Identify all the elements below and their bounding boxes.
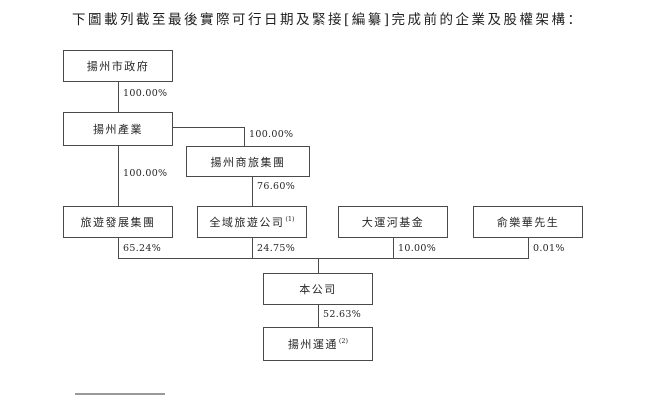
node-label: 大運河基金 (361, 216, 425, 229)
connector-quanyu-to-bus (252, 238, 253, 258)
node-label: 揚州運通 (287, 338, 338, 351)
connector-gov-to-industry (118, 82, 119, 112)
node-label: 揚州產業 (93, 123, 143, 136)
footnote-divider (75, 393, 165, 395)
node-yangzhou-industry: 揚州產業 (63, 112, 173, 146)
page-title: 下圖載列截至最後實際可行日期及緊接[編纂]完成前的企業及股權架構： (72, 12, 584, 28)
node-label: 揚州市政府 (86, 60, 150, 73)
node-grand-canal-fund: 大運河基金 (338, 206, 448, 238)
node-label: 俞樂華先生 (496, 216, 560, 229)
pct-company-to-yuntong: 52.63% (323, 309, 362, 320)
connector-shanglv-to-quanyu (252, 177, 253, 206)
pct-quanyu-to-company: 24.75% (257, 243, 296, 254)
connector-yu-to-bus (528, 238, 529, 258)
node-label: 全域旅遊公司 (209, 216, 285, 229)
pct-lvyou-to-company: 65.24% (123, 243, 162, 254)
pct-dayunhe-to-company: 10.00% (398, 243, 437, 254)
node-label: 本公司 (299, 283, 337, 296)
pct-shanglv-to-quanyu: 76.60% (257, 181, 296, 192)
node-label: 揚州商旅集團 (210, 155, 286, 169)
connector-industry-to-shanglv-horizontal (173, 127, 244, 128)
connector-industry-to-lvyou (118, 146, 119, 206)
connector-bus-horizontal (118, 258, 529, 259)
pct-gov-to-industry: 100.00% (123, 88, 168, 99)
node-yangzhou-business-travel-group: 揚州商旅集團 (186, 146, 310, 177)
footnote-marker: (1) (285, 214, 295, 223)
connector-industry-to-shanglv-vertical (244, 127, 245, 146)
node-quanyu-tourism-company: 全域旅遊公司(1) (197, 206, 307, 238)
connector-bus-to-company (318, 258, 319, 273)
node-yangzhou-yuntong: 揚州運通(2) (263, 327, 373, 361)
connector-dayunhe-to-bus (393, 238, 394, 258)
connector-company-to-yuntong (318, 305, 319, 327)
footnote-marker: (2) (338, 336, 349, 345)
node-label: 旅遊發展集團 (80, 216, 156, 229)
pct-industry-to-lvyou: 100.00% (123, 168, 168, 179)
pct-yu-to-company: 0.01% (533, 243, 565, 254)
connector-lvyou-to-bus (118, 238, 119, 258)
node-yangzhou-government: 揚州市政府 (63, 50, 173, 82)
node-the-company: 本公司 (263, 273, 373, 305)
node-mr-yu-lehua: 俞樂華先生 (473, 206, 583, 238)
node-tourism-development-group: 旅遊發展集團 (63, 206, 173, 238)
pct-industry-to-shanglv: 100.00% (249, 129, 294, 140)
